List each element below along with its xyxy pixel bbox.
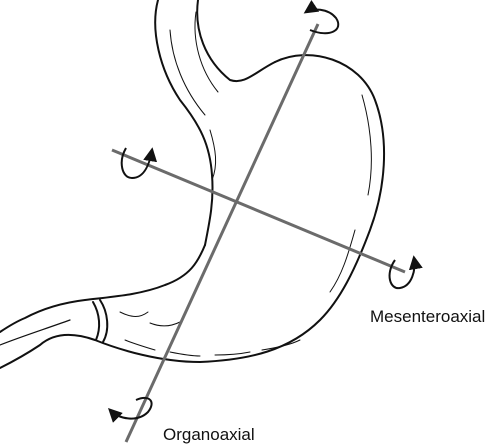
stomach-illustration <box>0 0 386 369</box>
mesenteroaxial-label: Mesenteroaxial <box>370 307 486 326</box>
organoaxial-label: Organoaxial <box>163 425 255 444</box>
rotation-arrow-icon <box>303 0 340 35</box>
rotation-arrow-icon <box>120 147 158 180</box>
esophagus-right-wall <box>196 0 276 83</box>
greater-curvature <box>0 54 386 369</box>
mesenteroaxial-axis <box>111 148 406 274</box>
lesser-curvature <box>0 244 206 333</box>
esophagus-left-wall <box>154 0 214 246</box>
stomach-shading <box>119 11 372 357</box>
pylorus-ring <box>99 299 109 343</box>
rotation-arrow-icon <box>108 396 153 423</box>
rotation-arrow-icon <box>388 255 423 290</box>
organoaxial-axis <box>124 23 320 443</box>
